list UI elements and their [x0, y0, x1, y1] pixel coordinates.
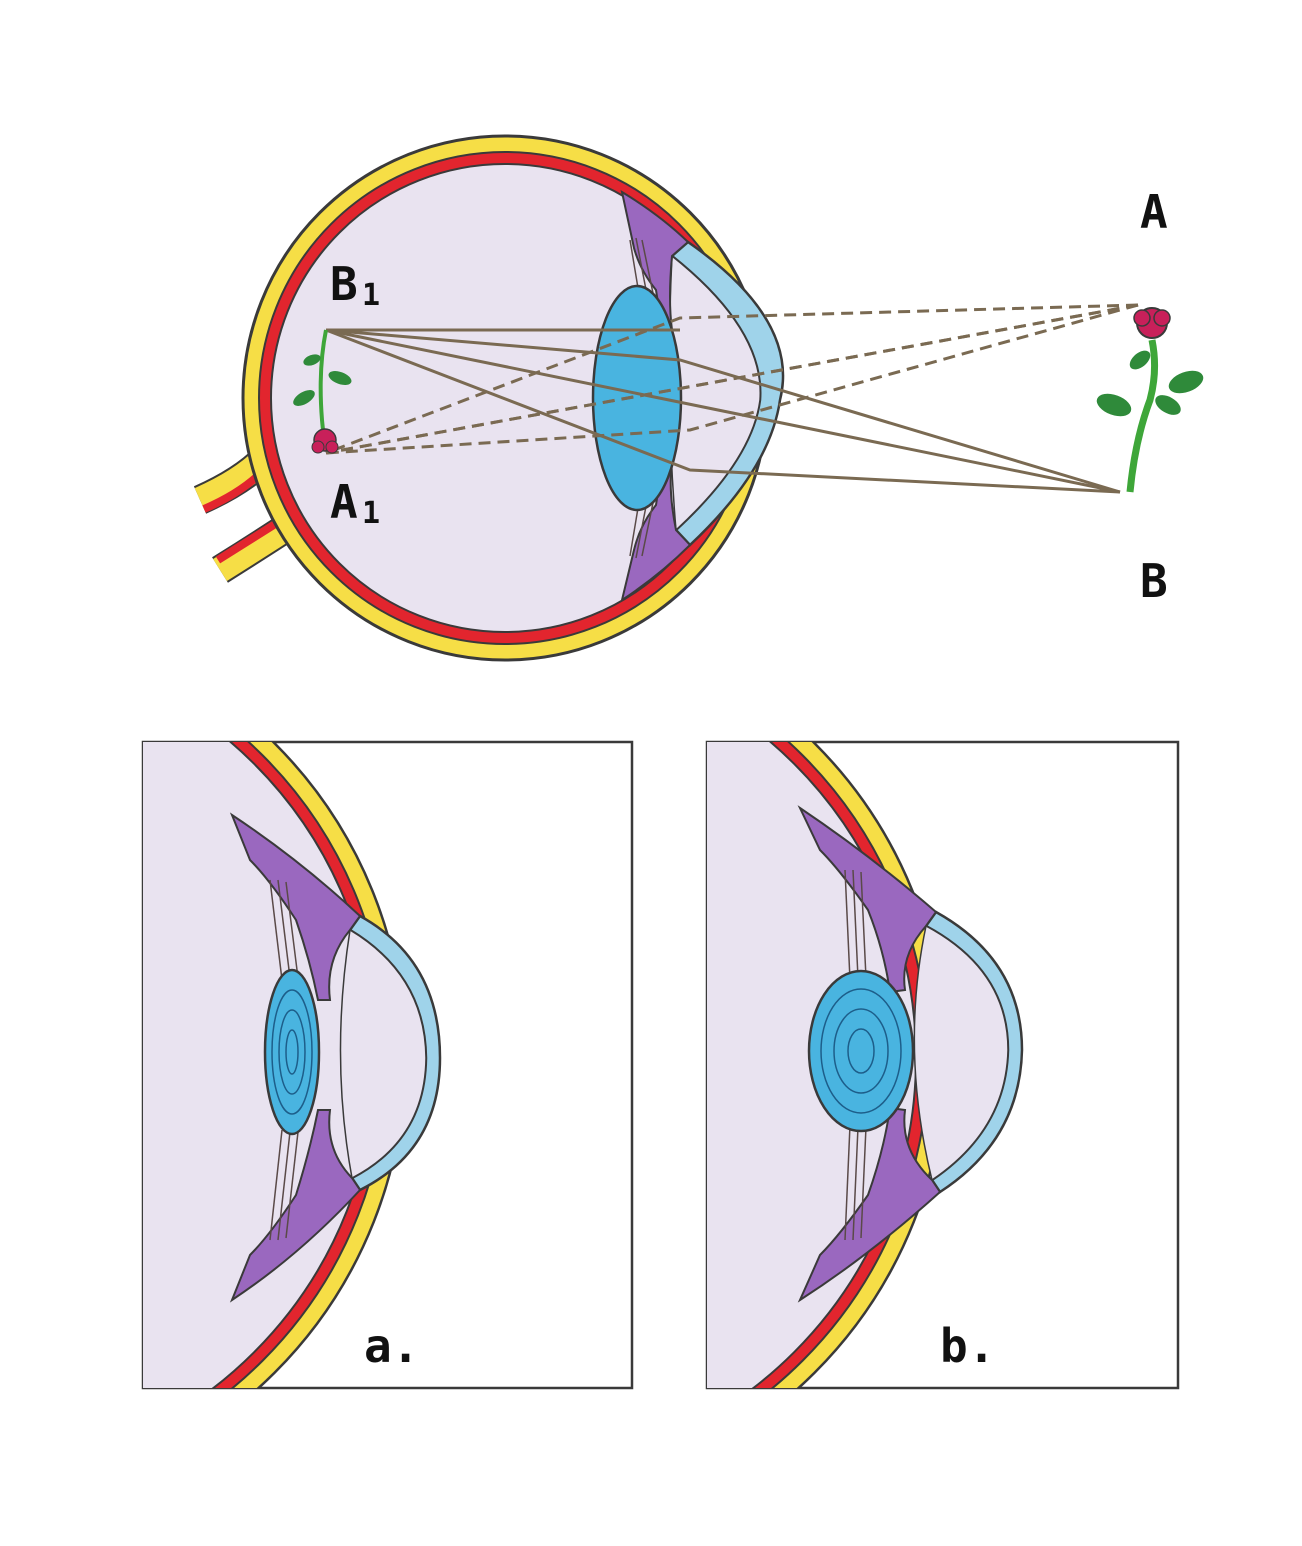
object-flower [1096, 307, 1204, 493]
panel-a-label: a. [364, 1319, 419, 1373]
label-object-top: A [1140, 185, 1168, 239]
lens-thin [263, 968, 321, 1136]
label-image-bottom-subscript: 1 [362, 496, 380, 531]
label-image-bottom: A [330, 475, 358, 529]
panel-a: a. [141, 740, 634, 1390]
label-object-bottom: B [1140, 554, 1168, 608]
panel-b: b. [705, 740, 1180, 1390]
eye-cross-section [193, 134, 785, 662]
panel-b-label: b. [940, 1319, 995, 1373]
label-image-top-subscript: 1 [362, 278, 380, 313]
lens-thick [807, 969, 915, 1133]
retinal-image-flower [293, 329, 352, 454]
lens [591, 284, 683, 512]
label-image-top: B [330, 257, 358, 311]
light-rays [325, 303, 1139, 494]
